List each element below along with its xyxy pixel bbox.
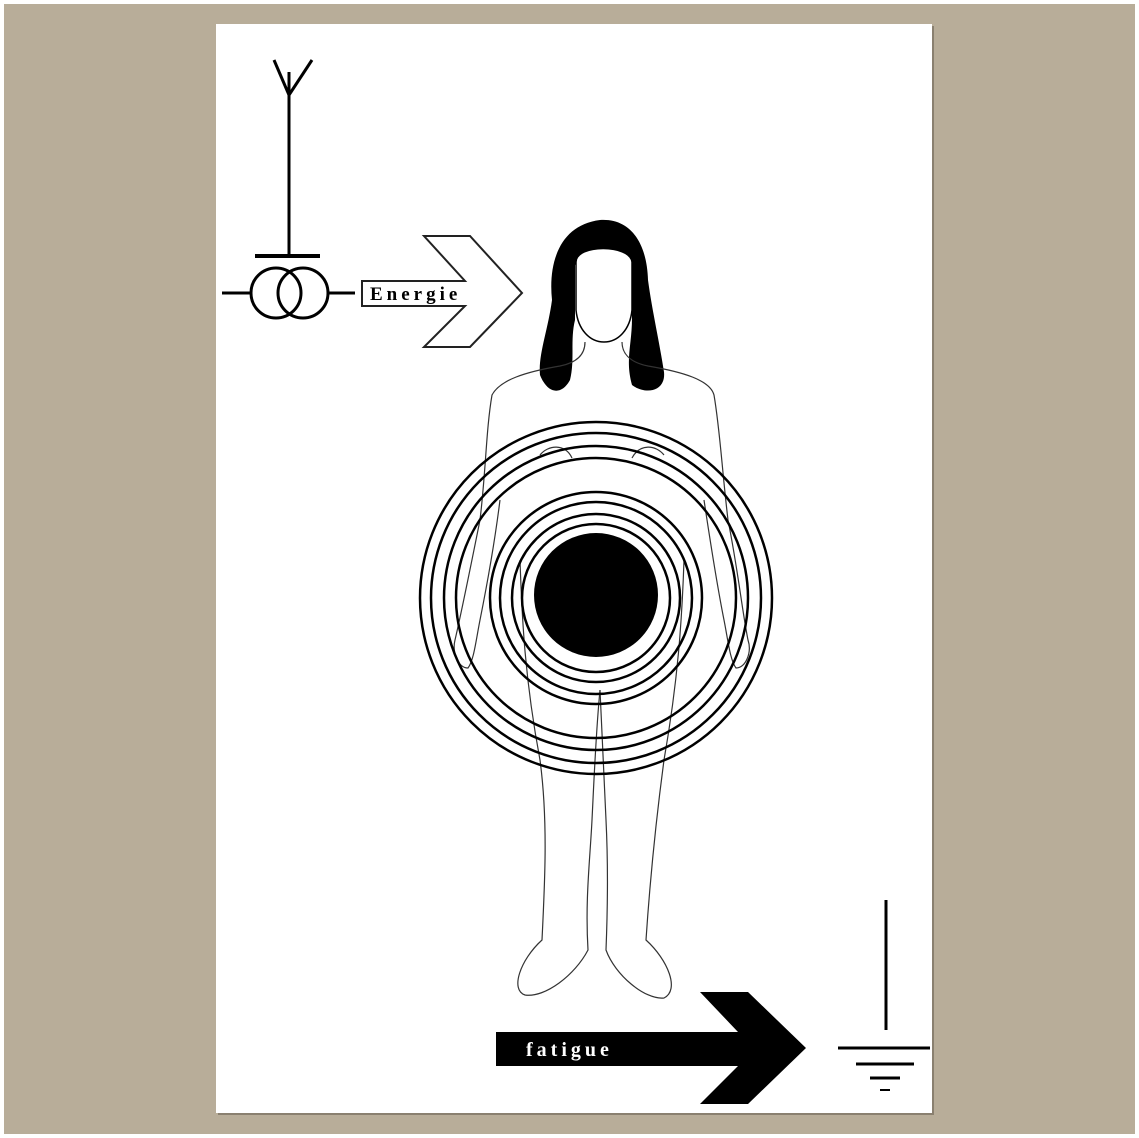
energy-label: Energie	[370, 284, 461, 305]
energy-arrow: Energie	[362, 236, 522, 347]
ground-icon	[838, 900, 930, 1090]
transformer-icon	[222, 268, 355, 318]
antenna-icon	[255, 60, 320, 256]
center-disc	[534, 533, 658, 657]
antenna-transformer-icon	[222, 60, 355, 318]
fatigue-arrow: fatigue	[496, 992, 806, 1104]
fatigue-label: fatigue	[526, 1039, 613, 1061]
body-outline	[454, 342, 749, 998]
face	[576, 249, 632, 343]
